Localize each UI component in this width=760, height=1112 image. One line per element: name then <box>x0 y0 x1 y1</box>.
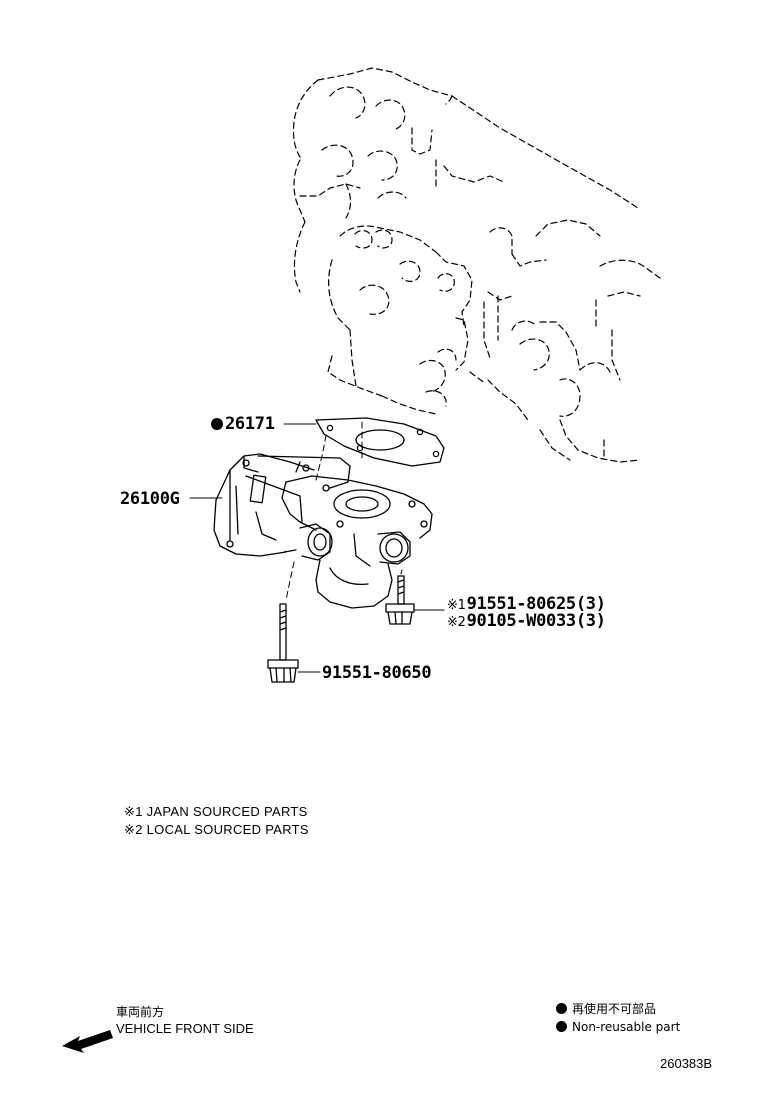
callout-bolt-japan-number: 91551-80625(3) <box>466 594 606 614</box>
callout-bolt-local: ※290105-W0033(3) <box>447 611 606 633</box>
legend-nonreusable-jp-text: 再使用不可部品 <box>572 1002 657 1016</box>
direction-label-en: VEHICLE FRONT SIDE <box>116 1021 254 1036</box>
filled-circle-icon <box>211 418 223 430</box>
direction-label-jp: 車両前方 <box>116 1005 165 1019</box>
callout-bolt-long-number: 91551-80650 <box>322 663 432 683</box>
callout-bolt-local-marker: ※2 <box>447 615 466 630</box>
callout-gasket-number: 26171 <box>225 414 275 434</box>
filled-circle-icon <box>556 1003 567 1014</box>
legend-nonreusable-en-text: Non-reusable part <box>572 1020 681 1034</box>
bolt-91551-80625 <box>385 575 415 625</box>
legend-nonreusable-jp: 再使用不可部品 <box>556 1001 656 1017</box>
filled-circle-icon <box>556 1021 567 1032</box>
diagram-code: 260383B <box>660 1056 713 1071</box>
callout-gasket: 26171 <box>211 414 275 434</box>
legend-nonreusable-en: Non-reusable part <box>556 1019 680 1035</box>
callout-throttle-body: 26100G <box>120 489 180 509</box>
callout-bolt-long: 91551-80650 <box>322 663 432 683</box>
callout-bolt-japan: ※191551-80625(3) <box>447 594 606 616</box>
gasket-26171 <box>315 417 445 467</box>
throttle-body-26100G <box>213 453 433 609</box>
bolt-91551-80650 <box>267 603 299 683</box>
callout-bolt-japan-marker: ※1 <box>447 598 466 613</box>
callout-bolt-local-number: 90105-W0033(3) <box>466 611 606 631</box>
engine-block-phantom <box>292 67 661 463</box>
arrow-left-icon <box>62 1030 113 1053</box>
leader-lines <box>189 423 445 673</box>
callout-throttle-body-number: 26100G <box>120 489 180 509</box>
note-local-sourced: ※2 LOCAL SOURCED PARTS <box>124 822 309 837</box>
note-japan-sourced: ※1 JAPAN SOURCED PARTS <box>124 804 308 819</box>
assembly-lines <box>285 419 403 601</box>
